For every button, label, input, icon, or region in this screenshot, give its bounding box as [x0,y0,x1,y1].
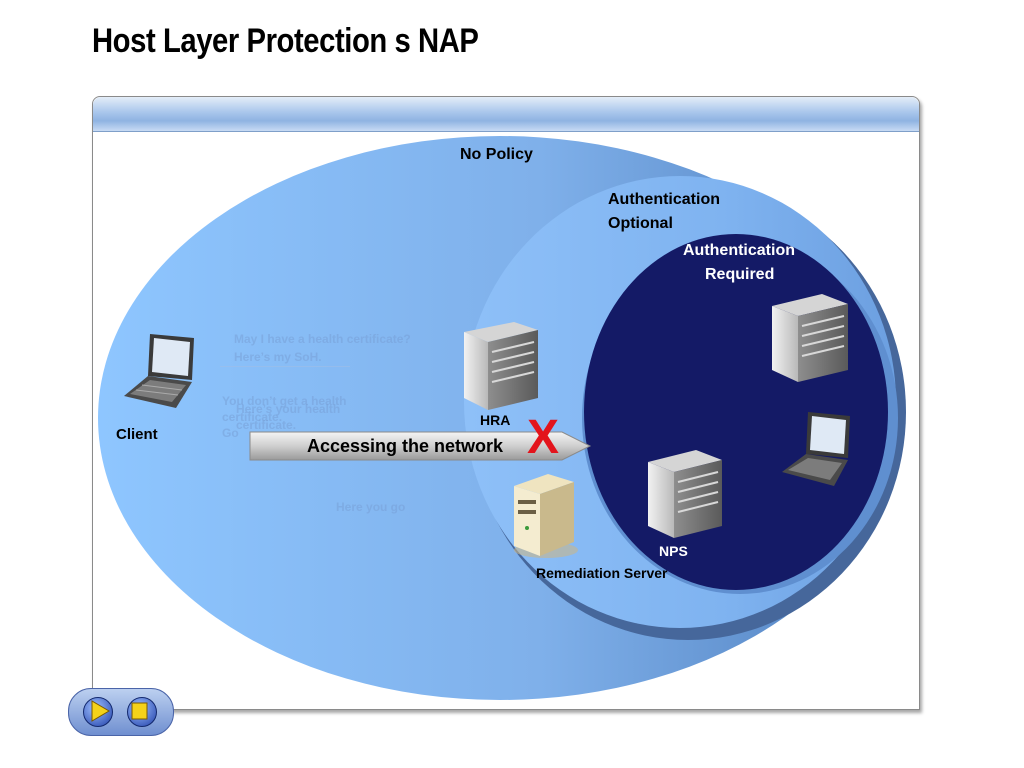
client-label: Client [116,426,158,443]
zone-label-auth-optional-line1: Authentication [608,191,720,208]
faded-message: You don’t get a health [222,394,347,408]
access-arrow-label: Accessing the network [307,436,504,456]
access-arrow [249,431,592,461]
hra-server-icon [464,322,538,410]
zone-label-auth-required-line2: Required [705,266,775,283]
remediation-label: Remediation Server [536,565,668,581]
blocked-mark: X [527,411,560,464]
zone-label-auth-optional-line2: Optional [608,215,673,232]
frame-header-bar [93,97,919,132]
client-laptop-icon [124,334,194,408]
zone-auth-required [584,234,888,590]
faded-message: Here’s my SoH. [234,350,322,364]
nps-label: NPS [659,543,688,559]
faded-message: Here’s your health [236,402,341,416]
slide-navigation [68,688,174,736]
faded-message: May I have a health certificate? [234,332,411,346]
slide-title: Host Layer Protection s NAP [92,22,479,60]
zone-label-auth-required-line1: Authentication [683,242,795,259]
faded-divider [220,366,350,367]
play-button[interactable] [83,697,113,727]
faded-message: Go [222,426,239,440]
remediation-server-icon [514,474,578,558]
faded-message: certificate. [236,418,297,432]
zone-label-no-policy: No Policy [460,146,533,163]
laptop-icon [782,412,850,486]
stop-button[interactable] [127,697,157,727]
hra-label: HRA [480,412,511,428]
faded-message: Here you go [336,500,406,514]
nps-server-icon [648,450,722,538]
faded-message: certificate. [222,410,283,424]
server-icon [772,294,848,382]
